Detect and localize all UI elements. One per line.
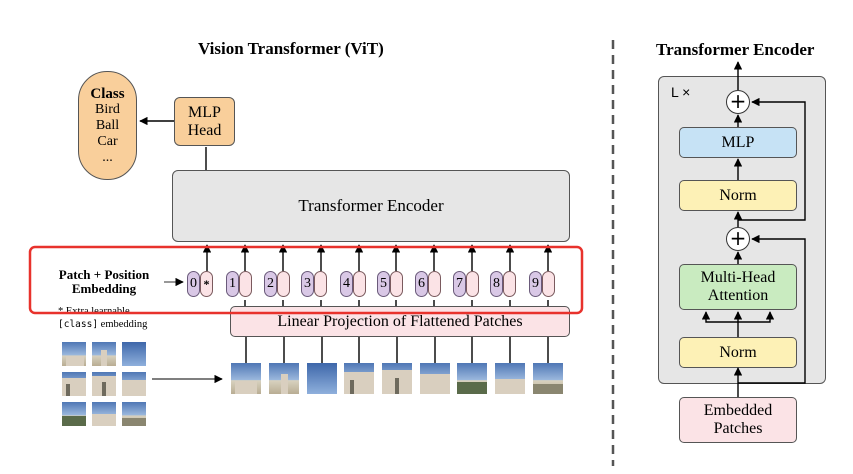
token-4: 4 xyxy=(340,271,366,297)
patch-embedding-6 xyxy=(428,271,441,297)
class-token-mono: [class] xyxy=(58,319,99,330)
embedded-line2: Patches xyxy=(713,420,763,437)
flat-patch-6 xyxy=(420,363,450,394)
grid-patch-5 xyxy=(92,372,116,396)
class-item-bird: Bird xyxy=(95,101,120,117)
add-symbol-top: + xyxy=(729,89,747,113)
grid-patch-2 xyxy=(92,342,116,366)
extra-learnable-line1: * Extra learnable xyxy=(58,306,130,317)
transformer-encoder-label: Transformer Encoder xyxy=(298,196,444,215)
position-embedding-7: 7 xyxy=(453,271,466,297)
norm-bottom-label: Norm xyxy=(719,343,757,361)
patch-embedding-7 xyxy=(466,271,479,297)
class-output-box: Class Bird Ball Car ... xyxy=(78,71,137,180)
position-embedding-1: 1 xyxy=(226,271,239,297)
class-title: Class xyxy=(90,85,125,102)
enc-residual-1 xyxy=(738,234,806,384)
mlp-head-box: MLP Head xyxy=(174,97,235,146)
class-item-ball: Ball xyxy=(95,117,120,133)
extra-learnable-note: * Extra learnable [class] embedding xyxy=(58,305,147,331)
class-item-car: Car xyxy=(97,133,118,149)
input-image-grid xyxy=(62,342,146,426)
position-embedding-5: 5 xyxy=(377,271,390,297)
token-2: 2 xyxy=(264,271,290,297)
class-item-ellipsis: ... xyxy=(102,149,113,165)
embedding-word: embedding xyxy=(98,319,148,330)
patch-position-line2: Embedding xyxy=(71,281,137,296)
norm-bottom-box: Norm xyxy=(679,337,797,368)
transformer-encoder-box: Transformer Encoder xyxy=(172,170,570,242)
token-8: 8 xyxy=(490,271,516,297)
patch-position-label: Patch + Position Embedding xyxy=(44,268,164,296)
flat-patch-4 xyxy=(344,363,374,394)
add-circle-bottom: + xyxy=(726,226,750,251)
grid-patch-3 xyxy=(122,342,146,366)
token-9: 9 xyxy=(529,271,555,297)
position-embedding-4: 4 xyxy=(340,271,353,297)
token-0: 0 * xyxy=(187,271,213,297)
position-embedding-8: 8 xyxy=(490,271,503,297)
position-embedding-3: 3 xyxy=(301,271,314,297)
grid-patch-8 xyxy=(92,402,116,426)
embedded-line1: Embedded xyxy=(703,402,773,419)
enc-residual-2 xyxy=(738,97,806,221)
position-embedding-0: 0 xyxy=(187,271,200,297)
token-5: 5 xyxy=(377,271,403,297)
flat-patch-2 xyxy=(269,363,299,394)
mlp-head-line1: MLP xyxy=(188,103,221,121)
patch-embedding-9 xyxy=(542,271,555,297)
norm-top-label: Norm xyxy=(719,186,757,204)
position-embedding-6: 6 xyxy=(415,271,428,297)
class-token-embedding: * xyxy=(200,271,213,297)
token-1: 1 xyxy=(226,271,252,297)
enc-norm-to-attn-right xyxy=(738,311,775,323)
enc-norm-to-attn-left xyxy=(701,311,738,323)
norm-top-box: Norm xyxy=(679,180,797,211)
token-6: 6 xyxy=(415,271,441,297)
flat-patch-1 xyxy=(231,363,261,394)
extra-learnable-line2: [class] embedding xyxy=(58,318,147,331)
patch-embedding-8 xyxy=(503,271,516,297)
mlp-label: MLP xyxy=(721,133,755,151)
position-embedding-9: 9 xyxy=(529,271,542,297)
flat-patch-3 xyxy=(307,363,337,394)
linear-projection-box: Linear Projection of Flattened Patches xyxy=(230,306,570,337)
mlp-head-line2: Head xyxy=(187,121,222,139)
repeat-label: L × xyxy=(671,84,691,100)
token-3: 3 xyxy=(301,271,327,297)
patch-position-line1: Patch + Position xyxy=(58,267,150,282)
grid-patch-9 xyxy=(122,402,146,426)
attention-line2: Attention xyxy=(707,287,769,304)
grid-patch-4 xyxy=(62,372,86,396)
add-symbol-bottom: + xyxy=(729,226,747,250)
mlp-box: MLP xyxy=(679,127,797,158)
patch-embedding-5 xyxy=(390,271,403,297)
token-7: 7 xyxy=(453,271,479,297)
linear-projection-label: Linear Projection of Flattened Patches xyxy=(277,312,523,330)
position-embedding-2: 2 xyxy=(264,271,277,297)
embedded-patches-box: Embedded Patches xyxy=(679,397,797,443)
patch-embedding-4 xyxy=(353,271,366,297)
attention-line1: Multi-Head xyxy=(700,269,776,286)
flat-patch-8 xyxy=(495,363,525,394)
vit-title: Vision Transformer (ViT) xyxy=(198,39,384,58)
patch-embedding-3 xyxy=(314,271,327,297)
add-circle-top: + xyxy=(726,89,750,114)
flat-patch-7 xyxy=(457,363,487,394)
embedding-highlight-box xyxy=(28,245,584,315)
patch-embedding-2 xyxy=(277,271,290,297)
grid-patch-1 xyxy=(62,342,86,366)
patch-embedding-1 xyxy=(239,271,252,297)
grid-patch-6 xyxy=(122,372,146,396)
flat-patch-5 xyxy=(382,363,412,394)
grid-patch-7 xyxy=(62,402,86,426)
multi-head-attention-box: Multi-Head Attention xyxy=(679,264,797,310)
flat-patch-9 xyxy=(533,363,563,394)
encoder-title: Transformer Encoder xyxy=(656,40,815,59)
